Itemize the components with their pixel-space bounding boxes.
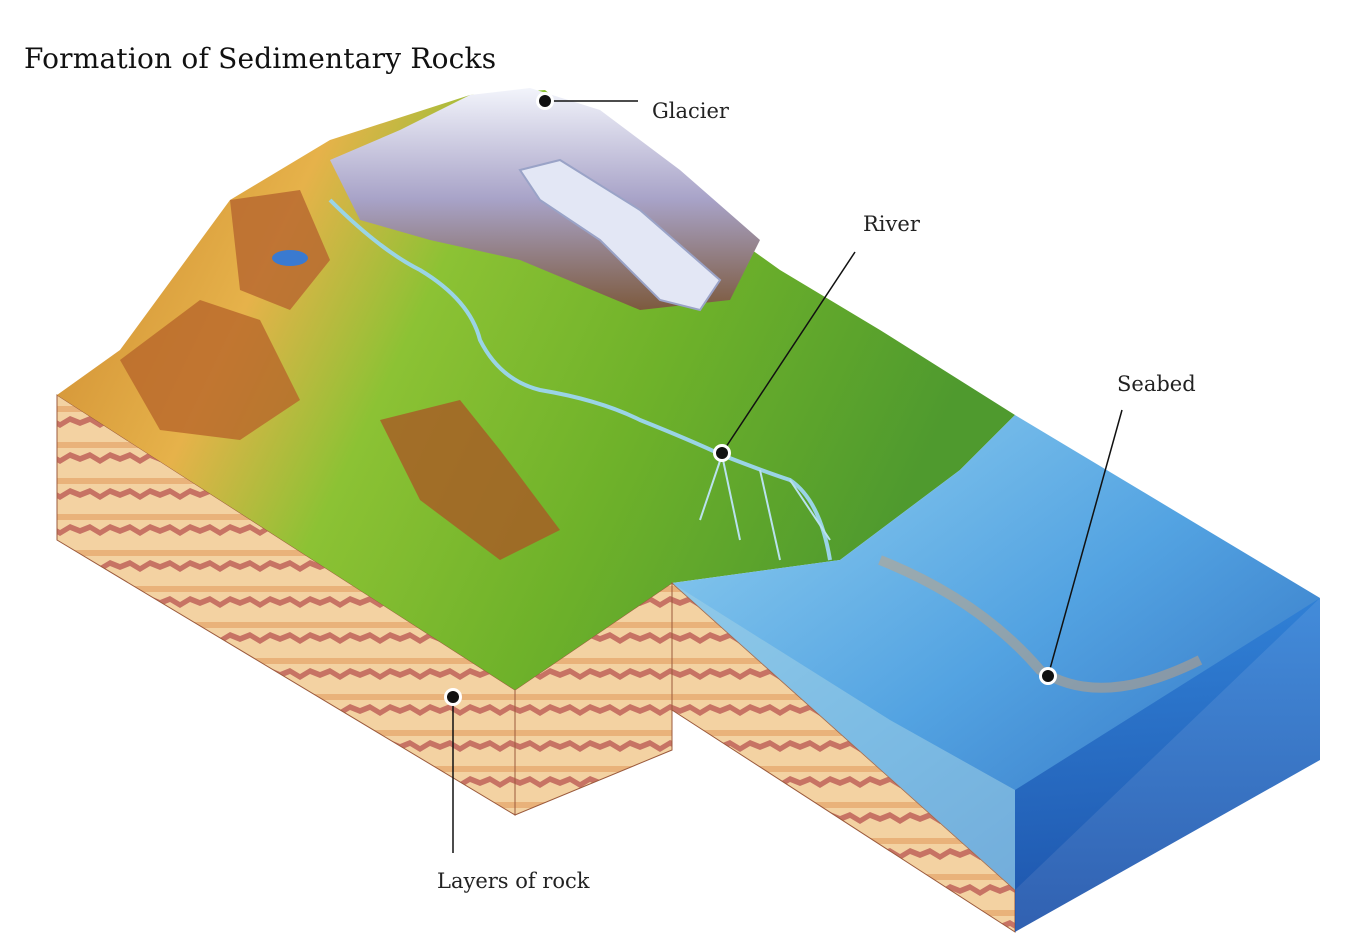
sea-side-face — [1015, 598, 1320, 932]
seabed-leader — [1047, 409, 1123, 677]
diagram-title: Formation of Sedimentary Rocks — [24, 42, 497, 75]
river-channel — [328, 198, 832, 561]
mountain-lake — [272, 250, 308, 266]
river-marker — [716, 447, 728, 459]
glacier-ice — [518, 158, 722, 312]
sea-water-face — [672, 583, 1015, 890]
mesa-1 — [120, 300, 300, 440]
seabed-marker — [1042, 670, 1054, 682]
river-delta — [699, 454, 831, 561]
river-leader — [721, 251, 856, 454]
layers-of-rock-label: Layers of rock — [437, 869, 590, 893]
mesa-3 — [230, 190, 330, 310]
mesa-2 — [380, 400, 560, 560]
land-side-face — [514, 582, 673, 816]
glacier-marker — [539, 95, 551, 107]
sea-surface — [672, 415, 1320, 890]
glacier-label: Glacier — [652, 99, 729, 123]
seabed-channel — [878, 555, 1203, 693]
river-label: River — [863, 212, 920, 236]
layers-marker — [447, 691, 459, 703]
seabed-label: Seabed — [1117, 372, 1196, 396]
